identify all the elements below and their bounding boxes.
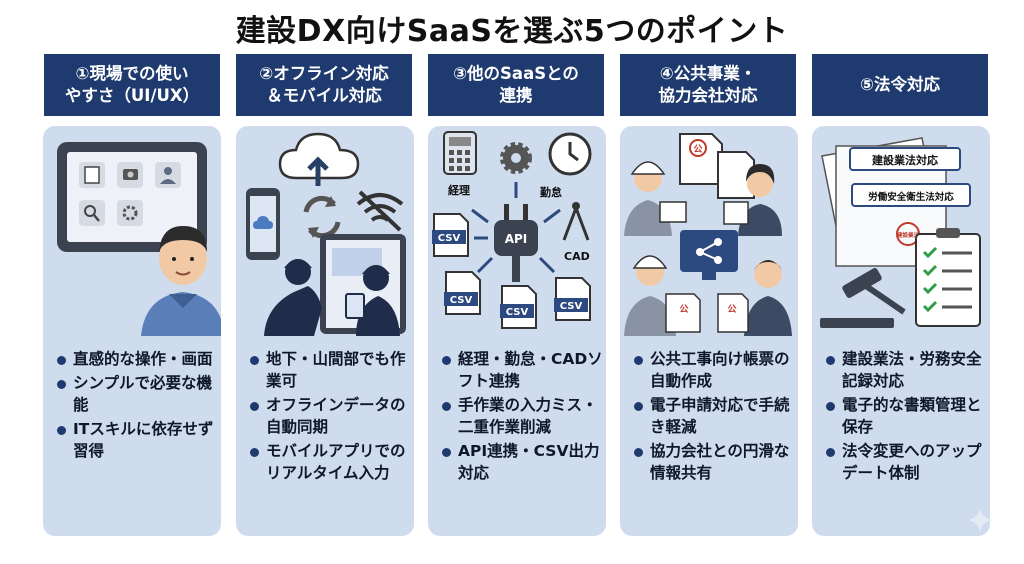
label-csv-2: CSV (450, 295, 473, 306)
tablet-illustration (57, 142, 221, 336)
card-legal-compliance: 建設業法対応 労働安全衛生法対応 建設業法 建設業法・労務安全記録対応 電子的な… (812, 126, 990, 536)
header-saas-integration: ③他のSaaSとの 連携 (428, 54, 604, 116)
sync-icon (303, 195, 341, 239)
network-icon (680, 230, 738, 280)
label-api: API (505, 232, 528, 246)
plug-icon (494, 204, 538, 282)
label-stamp-1: 公 (693, 144, 702, 155)
worker-with-helmet-icon (624, 255, 701, 336)
bullet-list-ui-ux: 直感的な操作・画面 シンプルで必要な機能 ITスキルに依存せず習得 (53, 348, 219, 464)
label-law-safety: 労働安全衛生法対応 (868, 191, 954, 203)
label-kintai: 勤怠 (540, 185, 562, 199)
label-seal: 建設業法 (897, 231, 920, 239)
bullet-item: 電子申請対応で手続き軽減 (630, 394, 796, 438)
offline-mobile-illustration (246, 132, 406, 336)
header-legal-compliance: ⑤法令対応 (812, 54, 988, 116)
csv-file-icon (554, 277, 591, 321)
label-csv-4: CSV (560, 301, 583, 312)
businessman-icon (717, 260, 792, 336)
document-icon (679, 133, 755, 199)
card-saas-integration: 経理 勤怠 API CAD (428, 126, 606, 536)
bullet-item: 建設業法・労務安全記録対応 (822, 348, 988, 392)
bullet-item: ITスキルに依存せず習得 (53, 418, 219, 462)
header-public-works: ④公共事業・ 協力会社対応 (620, 54, 796, 116)
bullet-item: 経理・勤怠・CADソフト連携 (438, 348, 604, 392)
workers-with-tablet-icon (264, 234, 406, 336)
clock-icon (548, 132, 592, 176)
card-ui-ux: 直感的な操作・画面 シンプルで必要な機能 ITスキルに依存せず習得 (43, 126, 221, 536)
bullet-item: 協力会社との円滑な情報共有 (630, 440, 796, 484)
page-title: 建設DX向けSaaSを選ぶ5つのポイント (235, 14, 789, 49)
calculator-icon (443, 131, 477, 175)
label-stamp-2: 公 (679, 304, 688, 315)
gavel-icon (820, 268, 906, 328)
cloud-upload-icon (278, 132, 360, 186)
sparkle-icon (968, 508, 992, 532)
public-works-illustration: 公 公 (624, 133, 792, 336)
bullet-list-offline-mobile: 地下・山間部でも作業可 オフラインデータの自動同期 モバイルアプリでのリアルタイ… (246, 348, 412, 486)
label-csv-1: CSV (438, 233, 461, 244)
bullet-item: モバイルアプリでのリアルタイム入力 (246, 440, 412, 484)
card-public-works: 公 公 (620, 126, 798, 536)
csv-file-icon (500, 285, 537, 329)
header-ui-ux: ①現場での使い やすさ（UI/UX） (44, 54, 220, 116)
label-stamp-3: 公 (727, 304, 736, 315)
compass-icon (562, 202, 590, 241)
label-keiri: 経理 (448, 183, 470, 197)
worker-with-helmet-icon (624, 161, 687, 236)
bullet-item: API連携・CSV出力対応 (438, 440, 604, 484)
no-wifi-icon (356, 190, 404, 232)
label-cad: CAD (564, 250, 590, 263)
bullet-item: 地下・山間部でも作業可 (246, 348, 412, 392)
legal-illustration: 建設業法対応 労働安全衛生法対応 建設業法 (820, 137, 981, 328)
smartphone-icon (246, 188, 280, 260)
worker-icon (141, 226, 221, 336)
label-law-construction: 建設業法対応 (872, 153, 938, 167)
label-csv-3: CSV (506, 307, 529, 318)
businesswoman-icon (723, 164, 782, 236)
bullet-list-public-works: 公共工事向け帳票の自動作成 電子申請対応で手続き軽減 協力会社との円滑な情報共有 (630, 348, 796, 486)
tablet-icon (57, 142, 207, 252)
arrows (471, 182, 561, 274)
header-offline-mobile: ②オフライン対応 ＆モバイル対応 (236, 54, 412, 116)
gear-icon (500, 142, 532, 174)
bullet-item: オフラインデータの自動同期 (246, 394, 412, 438)
bullet-item: 直感的な操作・画面 (53, 348, 219, 370)
bullet-item: シンプルで必要な機能 (53, 372, 219, 416)
checklist-icon (915, 228, 981, 327)
csv-file-icon (444, 271, 481, 315)
bullet-list-legal-compliance: 建設業法・労務安全記録対応 電子的な書類管理と保存 法令変更へのアップデート体制 (822, 348, 988, 486)
api-integration-illustration: 経理 勤怠 API CAD (432, 131, 592, 329)
bullet-item: 法令変更へのアップデート体制 (822, 440, 988, 484)
bullet-item: 公共工事向け帳票の自動作成 (630, 348, 796, 392)
bullet-item: 電子的な書類管理と保存 (822, 394, 988, 438)
card-offline-mobile: 地下・山間部でも作業可 オフラインデータの自動同期 モバイルアプリでのリアルタイ… (236, 126, 414, 536)
csv-file-icon (432, 213, 469, 257)
bullet-item: 手作業の入力ミス・二重作業削減 (438, 394, 604, 438)
bullet-list-saas-integration: 経理・勤怠・CADソフト連携 手作業の入力ミス・二重作業削減 API連携・CSV… (438, 348, 604, 486)
